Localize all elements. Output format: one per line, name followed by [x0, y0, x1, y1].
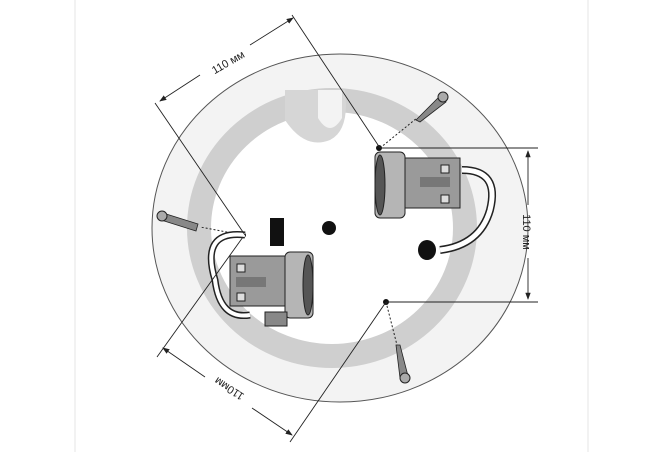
screw-top-right	[379, 91, 449, 149]
notch-slot	[318, 90, 342, 128]
screw-left	[156, 210, 244, 236]
dimension-lines	[154, 14, 538, 443]
center-hole	[322, 221, 336, 235]
lamp-socket-left	[207, 218, 314, 327]
screw-bottom	[385, 301, 411, 384]
lamp-socket-right	[374, 151, 497, 260]
dimension-label-right: 110 мм	[520, 214, 532, 250]
mounting-hole-top	[376, 145, 382, 151]
dimension-label-top: 110 мм	[210, 49, 247, 77]
wire-clamp	[270, 218, 284, 246]
dimension-label-bottom: 110мм	[213, 374, 247, 402]
